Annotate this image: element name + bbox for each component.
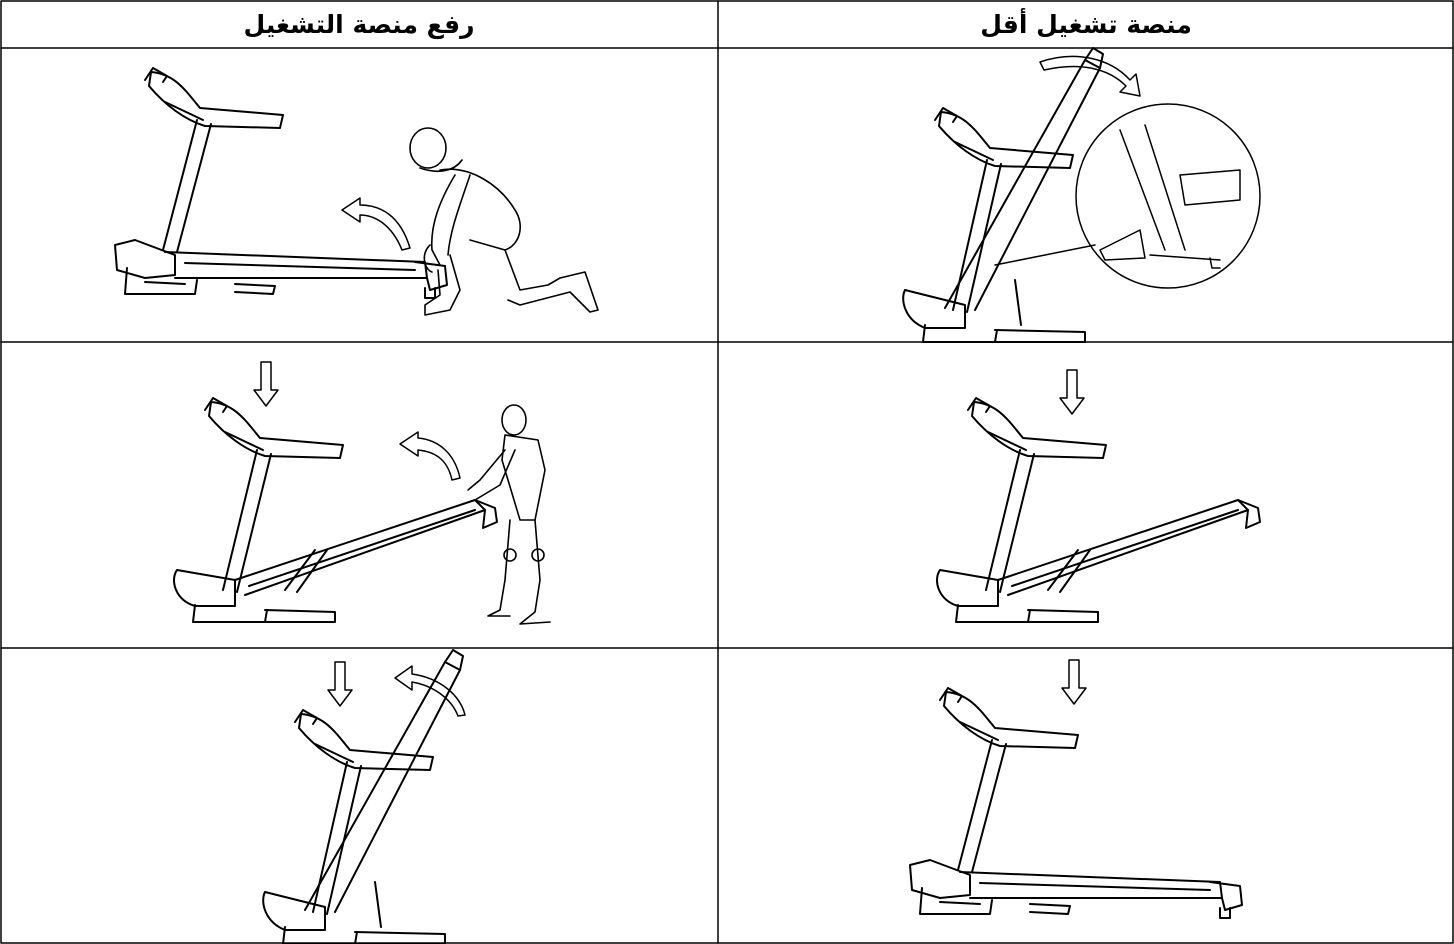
curved-arrow-icon — [400, 432, 460, 480]
arrow-down-icon — [1060, 370, 1084, 414]
arrow-down-icon — [328, 662, 352, 706]
curved-arrow-icon — [342, 198, 410, 250]
treadmill-folded-illustration — [263, 650, 463, 944]
person-standing-illustration — [468, 405, 550, 624]
treadmill-inclined-illustration — [937, 398, 1260, 622]
treadmill-flat-illustration — [115, 68, 447, 298]
arrow-down-icon — [1062, 660, 1086, 704]
treadmill-inclined-illustration — [174, 398, 497, 622]
arrow-down-icon — [254, 362, 278, 406]
treadmill-folded-illustration — [903, 48, 1103, 342]
curved-arrow-icon — [395, 666, 465, 716]
treadmill-flat-illustration — [910, 688, 1242, 918]
